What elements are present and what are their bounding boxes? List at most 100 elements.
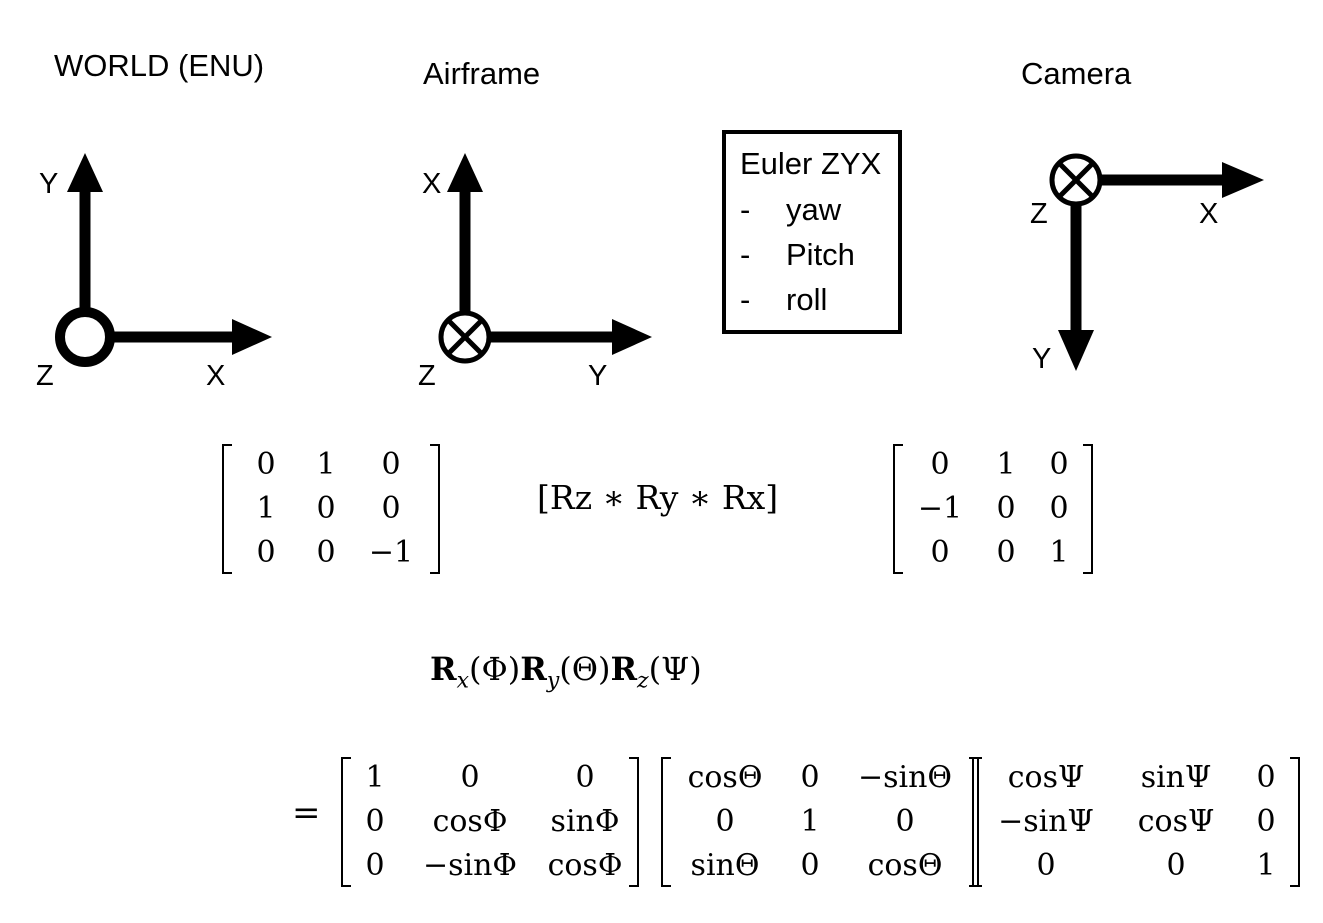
matrix-cell: 1	[1256, 848, 1276, 883]
bullet-dash: -	[740, 192, 751, 227]
matrix-cell: 0	[1256, 804, 1276, 839]
matrix-cell: 0	[895, 804, 915, 839]
airframe-z-cross-b	[446, 318, 484, 356]
matrix-left-bracket	[341, 757, 351, 887]
euler-order-box: Euler ZYX -yaw -Pitch -roll	[722, 130, 902, 334]
camera-z-label: Z	[1030, 198, 1048, 230]
euler-item-label: roll	[786, 282, 828, 317]
euler-item-pitch: -Pitch	[740, 237, 855, 273]
world-y-arrowhead	[67, 153, 103, 192]
world-y-label: Y	[39, 168, 59, 200]
rotation-argument: (Θ)	[559, 650, 611, 688]
matrix-right-bracket	[629, 757, 639, 887]
matrix-cell: 0	[365, 804, 385, 839]
rotation-symbol: R	[610, 650, 638, 688]
rotation-subscript: z	[637, 668, 649, 694]
matrix-cell: 1	[996, 447, 1016, 482]
matrix-cell: 0	[1256, 760, 1276, 795]
composition-expression: [Rz ∗ Ry ∗ Rx]	[537, 478, 779, 517]
rotation-symbol: R	[520, 650, 547, 688]
matrix-right-bracket	[430, 444, 440, 574]
world-frame-title: WORLD (ENU)	[54, 48, 265, 83]
matrix-cell: 0	[715, 804, 735, 839]
matrix-cell: 0	[575, 760, 595, 795]
matrix-cell: 1	[256, 491, 276, 526]
airframe-z-label: Z	[418, 360, 436, 392]
rotation-product-expression: Rx(Φ)Ry(Θ)Rz(Ψ)	[430, 650, 702, 693]
world-axes	[55, 153, 272, 367]
rotation-symbol: R	[430, 650, 457, 688]
rz-matrix: cosΨ sinΨ 0 −sinΨ cosΨ 0 0 0 1	[972, 757, 1300, 887]
matrix-cell: 1	[800, 804, 820, 839]
matrix-cell: 0	[1049, 491, 1069, 526]
matrix-cell: cosΦ	[432, 804, 508, 839]
matrix-cell: 0	[381, 491, 401, 526]
matrix-cell: −sinΨ	[998, 804, 1094, 839]
camera-frame-title: Camera	[1021, 56, 1132, 91]
bullet-dash: -	[740, 237, 751, 272]
matrix-cell: sinΦ	[550, 804, 620, 839]
rotation-subscript: x	[456, 668, 470, 694]
euler-item-roll: -roll	[740, 282, 827, 318]
camera-y-arrowhead	[1058, 330, 1094, 371]
rotation-subscript: y	[546, 668, 560, 694]
world-z-out-of-page-icon	[55, 307, 115, 367]
camera-x-label: X	[1199, 198, 1219, 230]
matrix-right-bracket	[1290, 757, 1300, 887]
airframe-x-arrowhead	[447, 153, 483, 192]
matrix-cell: 0	[1036, 848, 1056, 883]
airframe-axes	[438, 153, 652, 364]
euler-item-label: Pitch	[786, 237, 855, 272]
matrix-cell: 0	[1166, 848, 1186, 883]
airframe-x-label: X	[422, 168, 442, 200]
camera-z-cross-b	[1057, 161, 1095, 199]
matrix-left-bracket	[972, 757, 982, 887]
matrix-cell: 0	[800, 760, 820, 795]
airframe-y-arrowhead	[612, 319, 652, 355]
matrix-cell: sinΨ	[1140, 760, 1212, 795]
matrix-cell: 0	[996, 491, 1016, 526]
camera-x-arrowhead	[1222, 162, 1264, 198]
matrix-left-bracket	[893, 444, 903, 574]
matrix-cell: 0	[930, 535, 950, 570]
matrix-left-bracket	[222, 444, 232, 574]
euler-item-label: yaw	[786, 192, 842, 227]
matrix-cell: 1	[1049, 535, 1069, 570]
world-x-label: X	[206, 360, 226, 392]
rx-matrix: 1 0 0 0 cosΦ sinΦ 0 −sinΦ cosΦ	[341, 757, 639, 887]
matrix-cell: 0	[256, 447, 276, 482]
matrix-cell: −1	[368, 535, 414, 570]
euler-heading: Euler ZYX	[740, 146, 882, 181]
matrix-cell: 0	[800, 848, 820, 883]
matrix-cell: cosΦ	[547, 848, 623, 883]
camera-y-label: Y	[1032, 343, 1052, 375]
matrix-cell: 0	[256, 535, 276, 570]
matrix-cell: cosΨ	[1137, 804, 1215, 839]
matrix-cell: 0	[381, 447, 401, 482]
matrix-right-bracket	[1083, 444, 1093, 574]
matrix-cell: cosΘ	[687, 760, 763, 795]
matrix-cell: 0	[1049, 447, 1069, 482]
bullet-dash: -	[740, 282, 751, 317]
matrix-cell: 0	[460, 760, 480, 795]
matrix-cell: 1	[316, 447, 336, 482]
matrix-cell: −1	[917, 491, 963, 526]
matrix-cell: 0	[316, 491, 336, 526]
world-z-label: Z	[36, 360, 54, 392]
matrix-left-bracket	[661, 757, 671, 887]
matrix-cell: 1	[365, 760, 385, 795]
airframe-y-label: Y	[588, 360, 608, 392]
matrix-cell: 0	[365, 848, 385, 883]
matrix-cell: cosΨ	[1007, 760, 1085, 795]
euler-item-yaw: -yaw	[740, 192, 841, 228]
matrix-cell: 0	[996, 535, 1016, 570]
airframe-frame-title: Airframe	[423, 56, 541, 91]
matrix-cell: 0	[316, 535, 336, 570]
equals-sign: =	[292, 793, 321, 833]
world-x-arrowhead	[232, 319, 272, 355]
matrix-cell: −sinΦ	[422, 848, 518, 883]
camera-axes	[1049, 153, 1264, 371]
